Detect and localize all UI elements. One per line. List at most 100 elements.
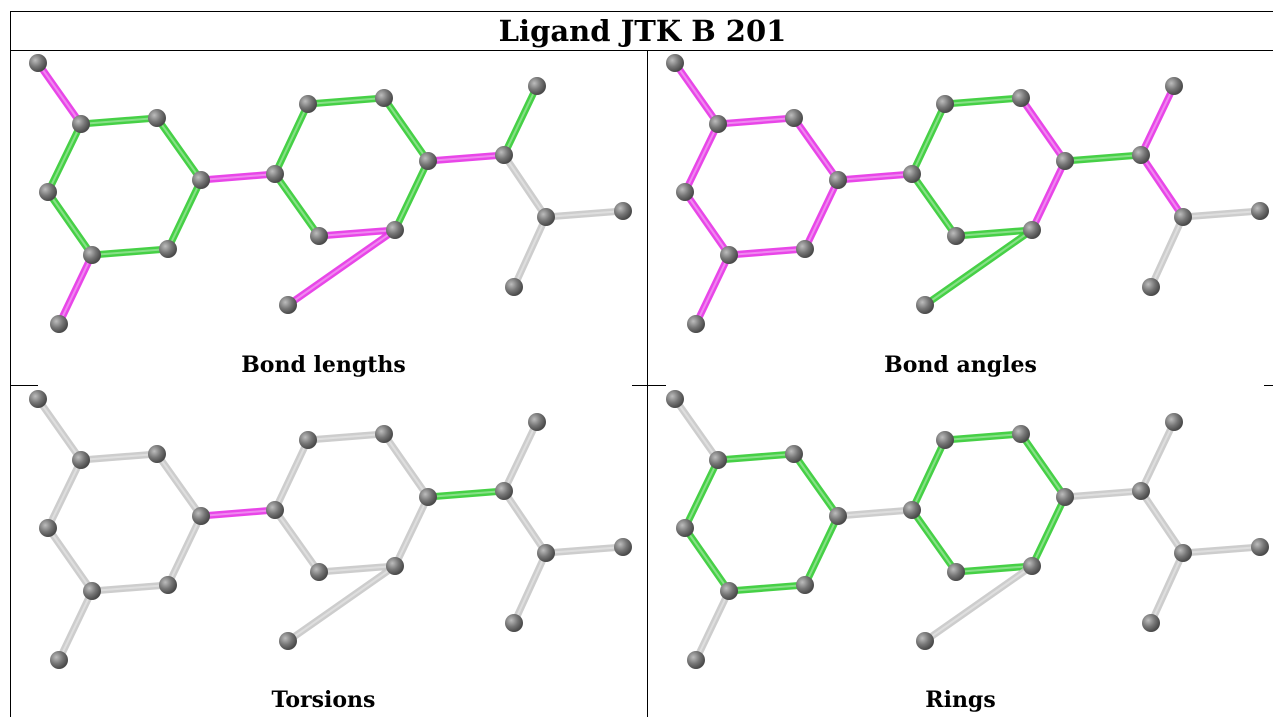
atom-3 bbox=[829, 171, 847, 189]
atom-14 bbox=[279, 296, 297, 314]
bond-6-1-green bbox=[44, 120, 85, 196]
bond-5-6-grey bbox=[44, 524, 96, 595]
atom-6 bbox=[39, 183, 57, 201]
bond-13-8-grey bbox=[271, 506, 323, 576]
atom-11 bbox=[419, 488, 437, 506]
atom-8 bbox=[266, 165, 284, 183]
atom-16 bbox=[528, 77, 546, 95]
bond-9-10-grey bbox=[304, 430, 388, 444]
atom-3 bbox=[192, 507, 210, 525]
atom-2 bbox=[148, 445, 166, 463]
bond-0-1-magenta bbox=[671, 59, 722, 128]
atom-7 bbox=[50, 315, 68, 333]
grid-line-middle-center bbox=[632, 385, 666, 386]
atom-9 bbox=[936, 431, 954, 449]
atom-16 bbox=[1165, 77, 1183, 95]
bond-6-1-green bbox=[681, 456, 722, 532]
bond-17-18-grey bbox=[542, 207, 627, 221]
atom-19 bbox=[505, 278, 523, 296]
atom-2 bbox=[785, 109, 803, 127]
bond-15-16-grey bbox=[500, 418, 541, 495]
grid-line-center bbox=[647, 50, 648, 717]
bond-8-9-grey bbox=[271, 436, 312, 514]
atom-9 bbox=[936, 95, 954, 113]
bond-0-1-grey bbox=[34, 395, 85, 464]
atom-11 bbox=[1056, 152, 1074, 170]
atom-12 bbox=[386, 221, 404, 239]
bond-17-19-grey bbox=[510, 213, 550, 291]
atom-14 bbox=[279, 632, 297, 650]
bond-17-18-grey bbox=[1179, 207, 1264, 221]
bond-12-14-grey bbox=[284, 562, 399, 645]
bond-15-17-grey bbox=[1137, 487, 1187, 557]
bond-9-10-green bbox=[304, 94, 388, 108]
panel-torsions: Torsions bbox=[11, 386, 636, 717]
bond-9-10-green bbox=[941, 94, 1025, 108]
bond-12-13-green bbox=[952, 562, 1036, 576]
atom-10 bbox=[1012, 89, 1030, 107]
atom-9 bbox=[299, 95, 317, 113]
atom-8 bbox=[266, 501, 284, 519]
bond-12-13-green bbox=[952, 226, 1036, 240]
atom-3 bbox=[192, 171, 210, 189]
panel-label-rings: Rings bbox=[925, 687, 996, 713]
atom-19 bbox=[1142, 614, 1160, 632]
atom-13 bbox=[947, 563, 965, 581]
molecule-bond-angles bbox=[666, 54, 1269, 333]
panel-label-bond-lengths: Bond lengths bbox=[241, 352, 406, 378]
bond-13-8-green bbox=[908, 506, 960, 576]
bond-10-11-green bbox=[380, 94, 432, 165]
atom-1 bbox=[72, 115, 90, 133]
atom-12 bbox=[1023, 221, 1041, 239]
atom-9 bbox=[299, 431, 317, 449]
bond-17-18-grey bbox=[1179, 543, 1264, 557]
atom-5 bbox=[720, 582, 738, 600]
bond-11-15-green bbox=[424, 487, 508, 501]
bond-2-3-grey bbox=[153, 450, 205, 520]
bond-13-8-green bbox=[271, 170, 323, 240]
bond-4-5-grey bbox=[88, 581, 172, 595]
atom-16 bbox=[528, 413, 546, 431]
atom-4 bbox=[159, 240, 177, 258]
bond-2-3-green bbox=[153, 114, 205, 184]
bond-4-5-green bbox=[725, 581, 809, 595]
bond-5-6-green bbox=[681, 524, 733, 595]
bond-1-2-green bbox=[77, 114, 161, 128]
bond-15-16-green bbox=[500, 82, 541, 159]
atom-15 bbox=[1132, 146, 1150, 164]
bond-11-12-green bbox=[391, 157, 432, 234]
bond-0-1-magenta bbox=[34, 59, 85, 128]
atom-13 bbox=[310, 563, 328, 581]
atom-0 bbox=[666, 390, 684, 408]
bond-11-15-magenta bbox=[424, 151, 508, 165]
bond-17-19-grey bbox=[510, 549, 550, 627]
atom-12 bbox=[386, 557, 404, 575]
bond-6-1-grey bbox=[44, 456, 85, 532]
atom-0 bbox=[29, 390, 47, 408]
bond-17-19-grey bbox=[1147, 213, 1187, 291]
bond-1-2-green bbox=[714, 450, 798, 464]
bond-5-7-grey bbox=[692, 587, 733, 664]
bond-12-14-green bbox=[921, 226, 1036, 309]
bond-10-11-green bbox=[1017, 430, 1069, 501]
bond-3-8-grey bbox=[834, 506, 916, 520]
atom-11 bbox=[419, 152, 437, 170]
bond-5-6-magenta bbox=[681, 188, 733, 259]
atom-3 bbox=[829, 507, 847, 525]
atom-14 bbox=[916, 296, 934, 314]
panel-bond-angles: Bond angles bbox=[648, 50, 1273, 385]
bond-17-19-grey bbox=[1147, 549, 1187, 627]
atom-18 bbox=[1251, 538, 1269, 556]
atom-8 bbox=[903, 165, 921, 183]
bond-11-15-grey bbox=[1061, 487, 1145, 501]
atom-6 bbox=[39, 519, 57, 537]
bond-4-5-green bbox=[88, 245, 172, 259]
atom-17 bbox=[1174, 208, 1192, 226]
bond-2-3-green bbox=[790, 450, 842, 520]
bond-3-4-grey bbox=[164, 512, 205, 589]
bond-15-17-grey bbox=[500, 151, 550, 221]
grid-line-middle-left bbox=[10, 385, 38, 386]
bond-9-10-green bbox=[941, 430, 1025, 444]
bond-13-8-green bbox=[908, 170, 960, 240]
